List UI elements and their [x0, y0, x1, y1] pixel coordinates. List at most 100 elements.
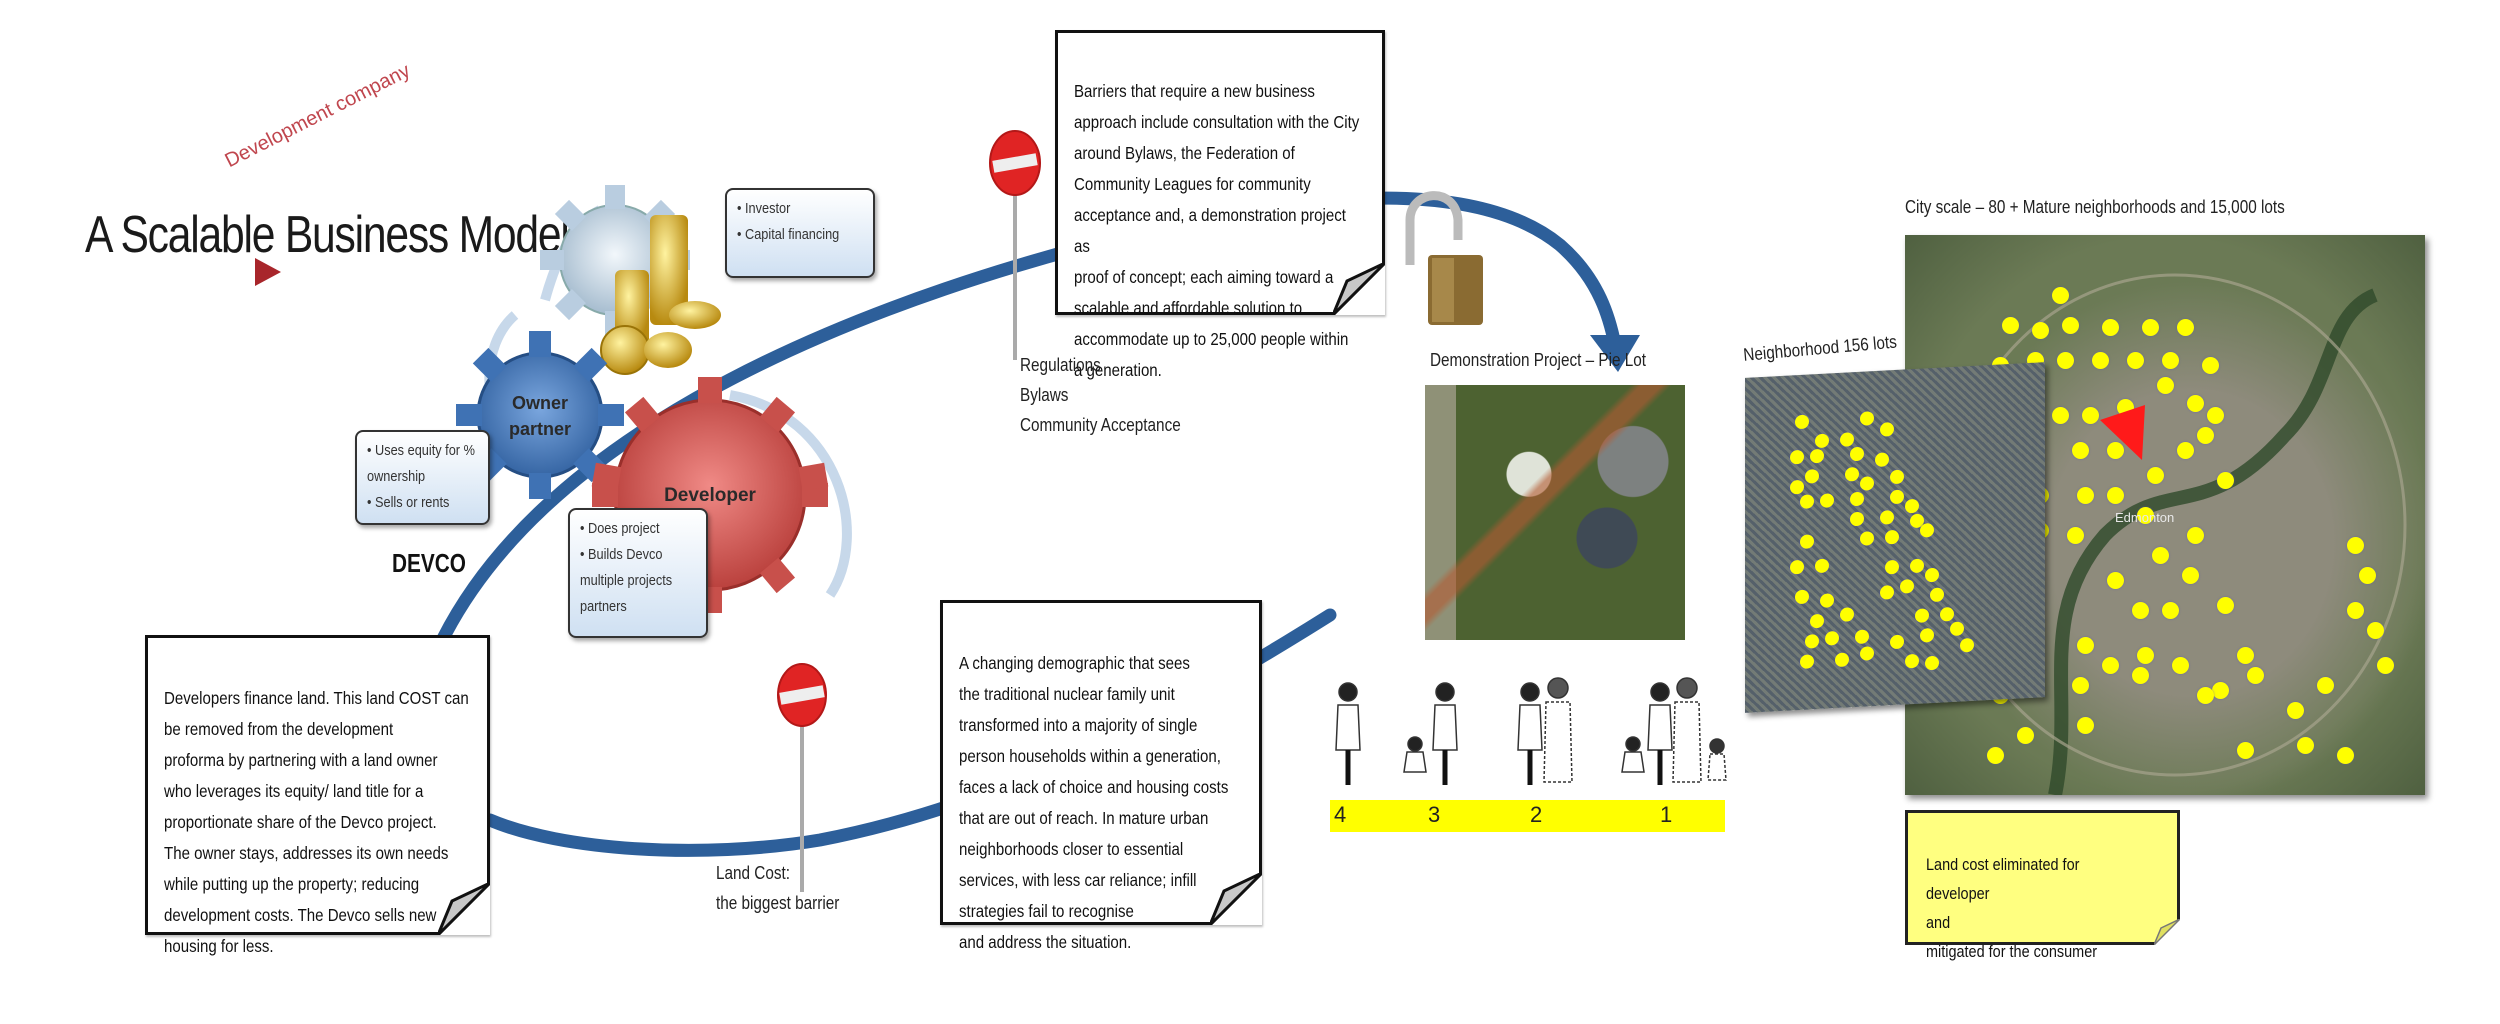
- lot-marker: [1885, 559, 1899, 575]
- lot-marker: [2142, 319, 2159, 336]
- lot-marker: [2217, 597, 2234, 614]
- lot-marker: [1925, 567, 1939, 583]
- page-curl-icon: [2154, 919, 2180, 945]
- lot-marker: [1825, 630, 1839, 646]
- owner-bullet-equity: • Uses equity for %: [367, 442, 475, 459]
- lot-marker: [2317, 677, 2334, 694]
- lot-marker: [1890, 489, 1904, 505]
- owner-bullet-sells: • Sells or rents: [367, 494, 450, 511]
- lot-marker: [2377, 657, 2394, 674]
- land-cost-eliminated-text: Land cost eliminated for developer and m…: [1926, 855, 2098, 961]
- lot-marker: [2172, 657, 2189, 674]
- lot-marker: [2247, 667, 2264, 684]
- lot-marker: [1800, 654, 1814, 669]
- developer-info-box: • Does project • Builds Devco multiple p…: [568, 508, 708, 638]
- lot-marker: [2347, 602, 2364, 619]
- developer-bullet-builds: • Builds Devco: [580, 546, 663, 563]
- developer-gear-label: Developer: [664, 485, 756, 506]
- page-curl-icon: [438, 883, 490, 935]
- page-title: A Scalable Business Model: [85, 206, 570, 264]
- lot-marker: [2067, 527, 2084, 544]
- owner-info-box: • Uses equity for % ownership • Sells or…: [355, 430, 490, 525]
- developer-bullet-partners: partners: [580, 598, 627, 615]
- city-marker-label: Edmonton: [2115, 510, 2175, 525]
- demographic-note-text: A changing demographic that sees the tra…: [959, 653, 1229, 952]
- lot-marker: [1820, 593, 1834, 608]
- lot-marker: [2072, 677, 2089, 694]
- lot-marker: [2107, 487, 2124, 504]
- lot-marker: [2062, 317, 2079, 334]
- location-pointer-icon: [2100, 405, 2145, 460]
- lot-marker: [1850, 446, 1864, 462]
- land-cost-label: Land Cost: the biggest barrier: [716, 863, 840, 913]
- lot-marker: [2297, 737, 2314, 754]
- lot-marker: [2132, 667, 2149, 684]
- lot-marker: [2182, 567, 2199, 584]
- lot-marker: [2002, 317, 2019, 334]
- lot-marker: [2107, 442, 2124, 459]
- devco-label: DEVCO: [392, 548, 466, 578]
- lot-marker: [2092, 352, 2109, 369]
- lot-marker: [2102, 657, 2119, 674]
- lot-marker: [1810, 448, 1824, 464]
- lot-marker: [1790, 479, 1804, 495]
- lot-marker: [1860, 531, 1874, 546]
- play-triangle-icon: [255, 258, 281, 286]
- lot-marker: [2187, 527, 2204, 544]
- lot-marker: [1790, 449, 1804, 465]
- lot-marker: [2202, 357, 2219, 374]
- lot-marker: [1835, 652, 1849, 668]
- lot-marker: [2237, 647, 2254, 664]
- lot-marker: [2052, 287, 2069, 304]
- lot-marker: [1890, 634, 1904, 650]
- lot-marker: [1950, 621, 1964, 637]
- coins-icon: [600, 215, 721, 375]
- lot-marker: [2197, 427, 2214, 444]
- lot-marker: [2107, 572, 2124, 589]
- lot-marker: [1925, 655, 1939, 671]
- household-scale-label: 4: [1334, 802, 1347, 827]
- lot-marker: [1940, 606, 1954, 622]
- lot-marker: [2077, 717, 2094, 734]
- lot-marker: [1860, 476, 1874, 491]
- household-scale-label: 1: [1660, 802, 1673, 827]
- arc-arrowhead: [1590, 335, 1640, 372]
- capital-financing-bullet: • Capital financing: [737, 226, 840, 243]
- lot-marker: [2212, 682, 2229, 699]
- lot-marker: [1820, 493, 1834, 508]
- lot-marker: [2162, 602, 2179, 619]
- investor-bullet: • Investor: [737, 200, 791, 217]
- lot-marker: [2177, 442, 2194, 459]
- lot-marker: [1855, 629, 1869, 645]
- neighborhood-map: [1745, 362, 2045, 713]
- lot-marker: [1860, 411, 1874, 426]
- lot-marker: [2217, 472, 2234, 489]
- lot-marker: [2162, 352, 2179, 369]
- land-cost-eliminated-note: Land cost eliminated for developer and m…: [1905, 810, 2180, 961]
- lot-marker: [1960, 637, 1974, 653]
- lot-marker: [1790, 559, 1804, 575]
- lot-marker: [1930, 587, 1944, 603]
- owner-bullet-ownership: ownership: [367, 468, 426, 485]
- owner-partner-gear-label: Owner partner: [508, 393, 571, 439]
- lot-marker: [2337, 747, 2354, 764]
- lot-marker: [2082, 407, 2099, 424]
- lot-marker: [2077, 637, 2094, 654]
- lot-marker: [2197, 687, 2214, 704]
- household-4-single-adult-icon: [1335, 682, 1361, 785]
- household-3-adult-child-icon: [1403, 682, 1458, 785]
- page-curl-icon: [1333, 263, 1385, 315]
- lot-marker: [1915, 608, 1929, 623]
- lot-marker: [1920, 627, 1934, 643]
- unlocked-padlock-icon: [1405, 191, 1483, 325]
- household-figures: [1335, 677, 1727, 785]
- lot-marker: [1800, 494, 1814, 509]
- lot-marker: [1910, 558, 1924, 574]
- lot-marker: [1875, 452, 1889, 468]
- lot-marker: [1845, 466, 1859, 482]
- household-scale-label: 3: [1428, 802, 1441, 827]
- no-entry-sign-icon: [989, 130, 1041, 360]
- lot-marker: [1860, 646, 1874, 661]
- lot-marker: [2102, 319, 2119, 336]
- lot-marker: [2127, 352, 2144, 369]
